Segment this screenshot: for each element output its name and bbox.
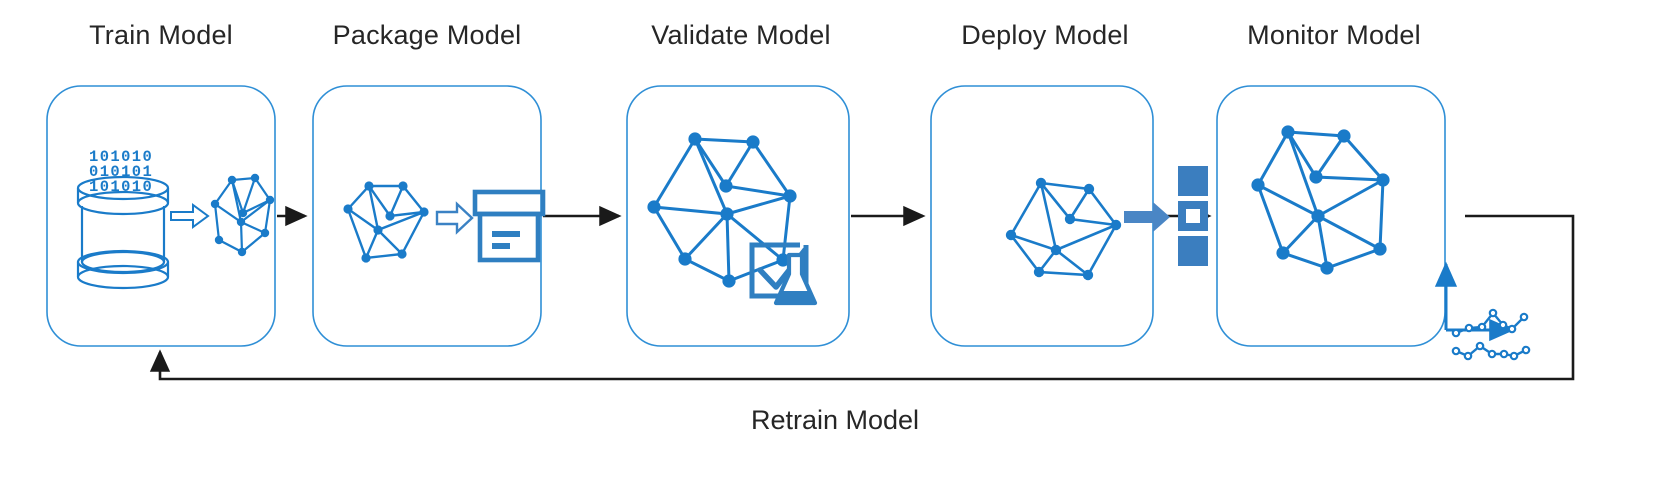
server-block-top (1178, 166, 1208, 196)
train-model-card[interactable] (46, 85, 276, 347)
step-title-deploy: Deploy Model (961, 20, 1129, 50)
package-box-icon (472, 189, 546, 263)
train-model-icon-group: 101010 010101 101010 (76, 148, 275, 290)
step-title-monitor: Monitor Model (1247, 20, 1421, 50)
server-blocks-icon (1178, 166, 1208, 266)
binary-digits-icon: 101010 010101 101010 (89, 148, 153, 196)
network-graph-icon (1005, 177, 1122, 281)
chart-series-upper-markers (1451, 308, 1529, 338)
database-icon (76, 175, 170, 290)
step-title-train: Train Model (89, 20, 233, 50)
package-model-icon-group (343, 181, 546, 263)
arrow-solid-icon (1124, 202, 1170, 232)
validate-model-icon-group (647, 132, 818, 306)
deploy-model-icon-group (1005, 166, 1208, 281)
monitor-model-card[interactable] (1216, 85, 1446, 347)
server-block-bottom (1178, 236, 1208, 266)
network-graph-icon (1251, 125, 1390, 275)
monitor-model-icon-group (1251, 125, 1531, 361)
card-outlines (46, 85, 1446, 347)
network-graph-icon (647, 132, 797, 288)
network-graph-icon (210, 173, 275, 257)
retrain-loop-label: Retrain Model (750, 405, 920, 435)
flask-icon (773, 252, 818, 306)
retrain-loop-connector (149, 214, 1575, 381)
chart-series-lower-markers (1451, 341, 1531, 361)
deploy-model-card[interactable] (930, 85, 1154, 347)
svg-text:101010: 101010 (89, 148, 153, 166)
step-title-validate: Validate Model (651, 20, 831, 50)
step-title-package: Package Model (332, 20, 522, 50)
arrow-hollow-icon (170, 203, 210, 229)
line-chart-icon (1434, 261, 1531, 361)
arrow-hollow-icon (435, 201, 474, 235)
network-graph-icon (343, 181, 429, 263)
